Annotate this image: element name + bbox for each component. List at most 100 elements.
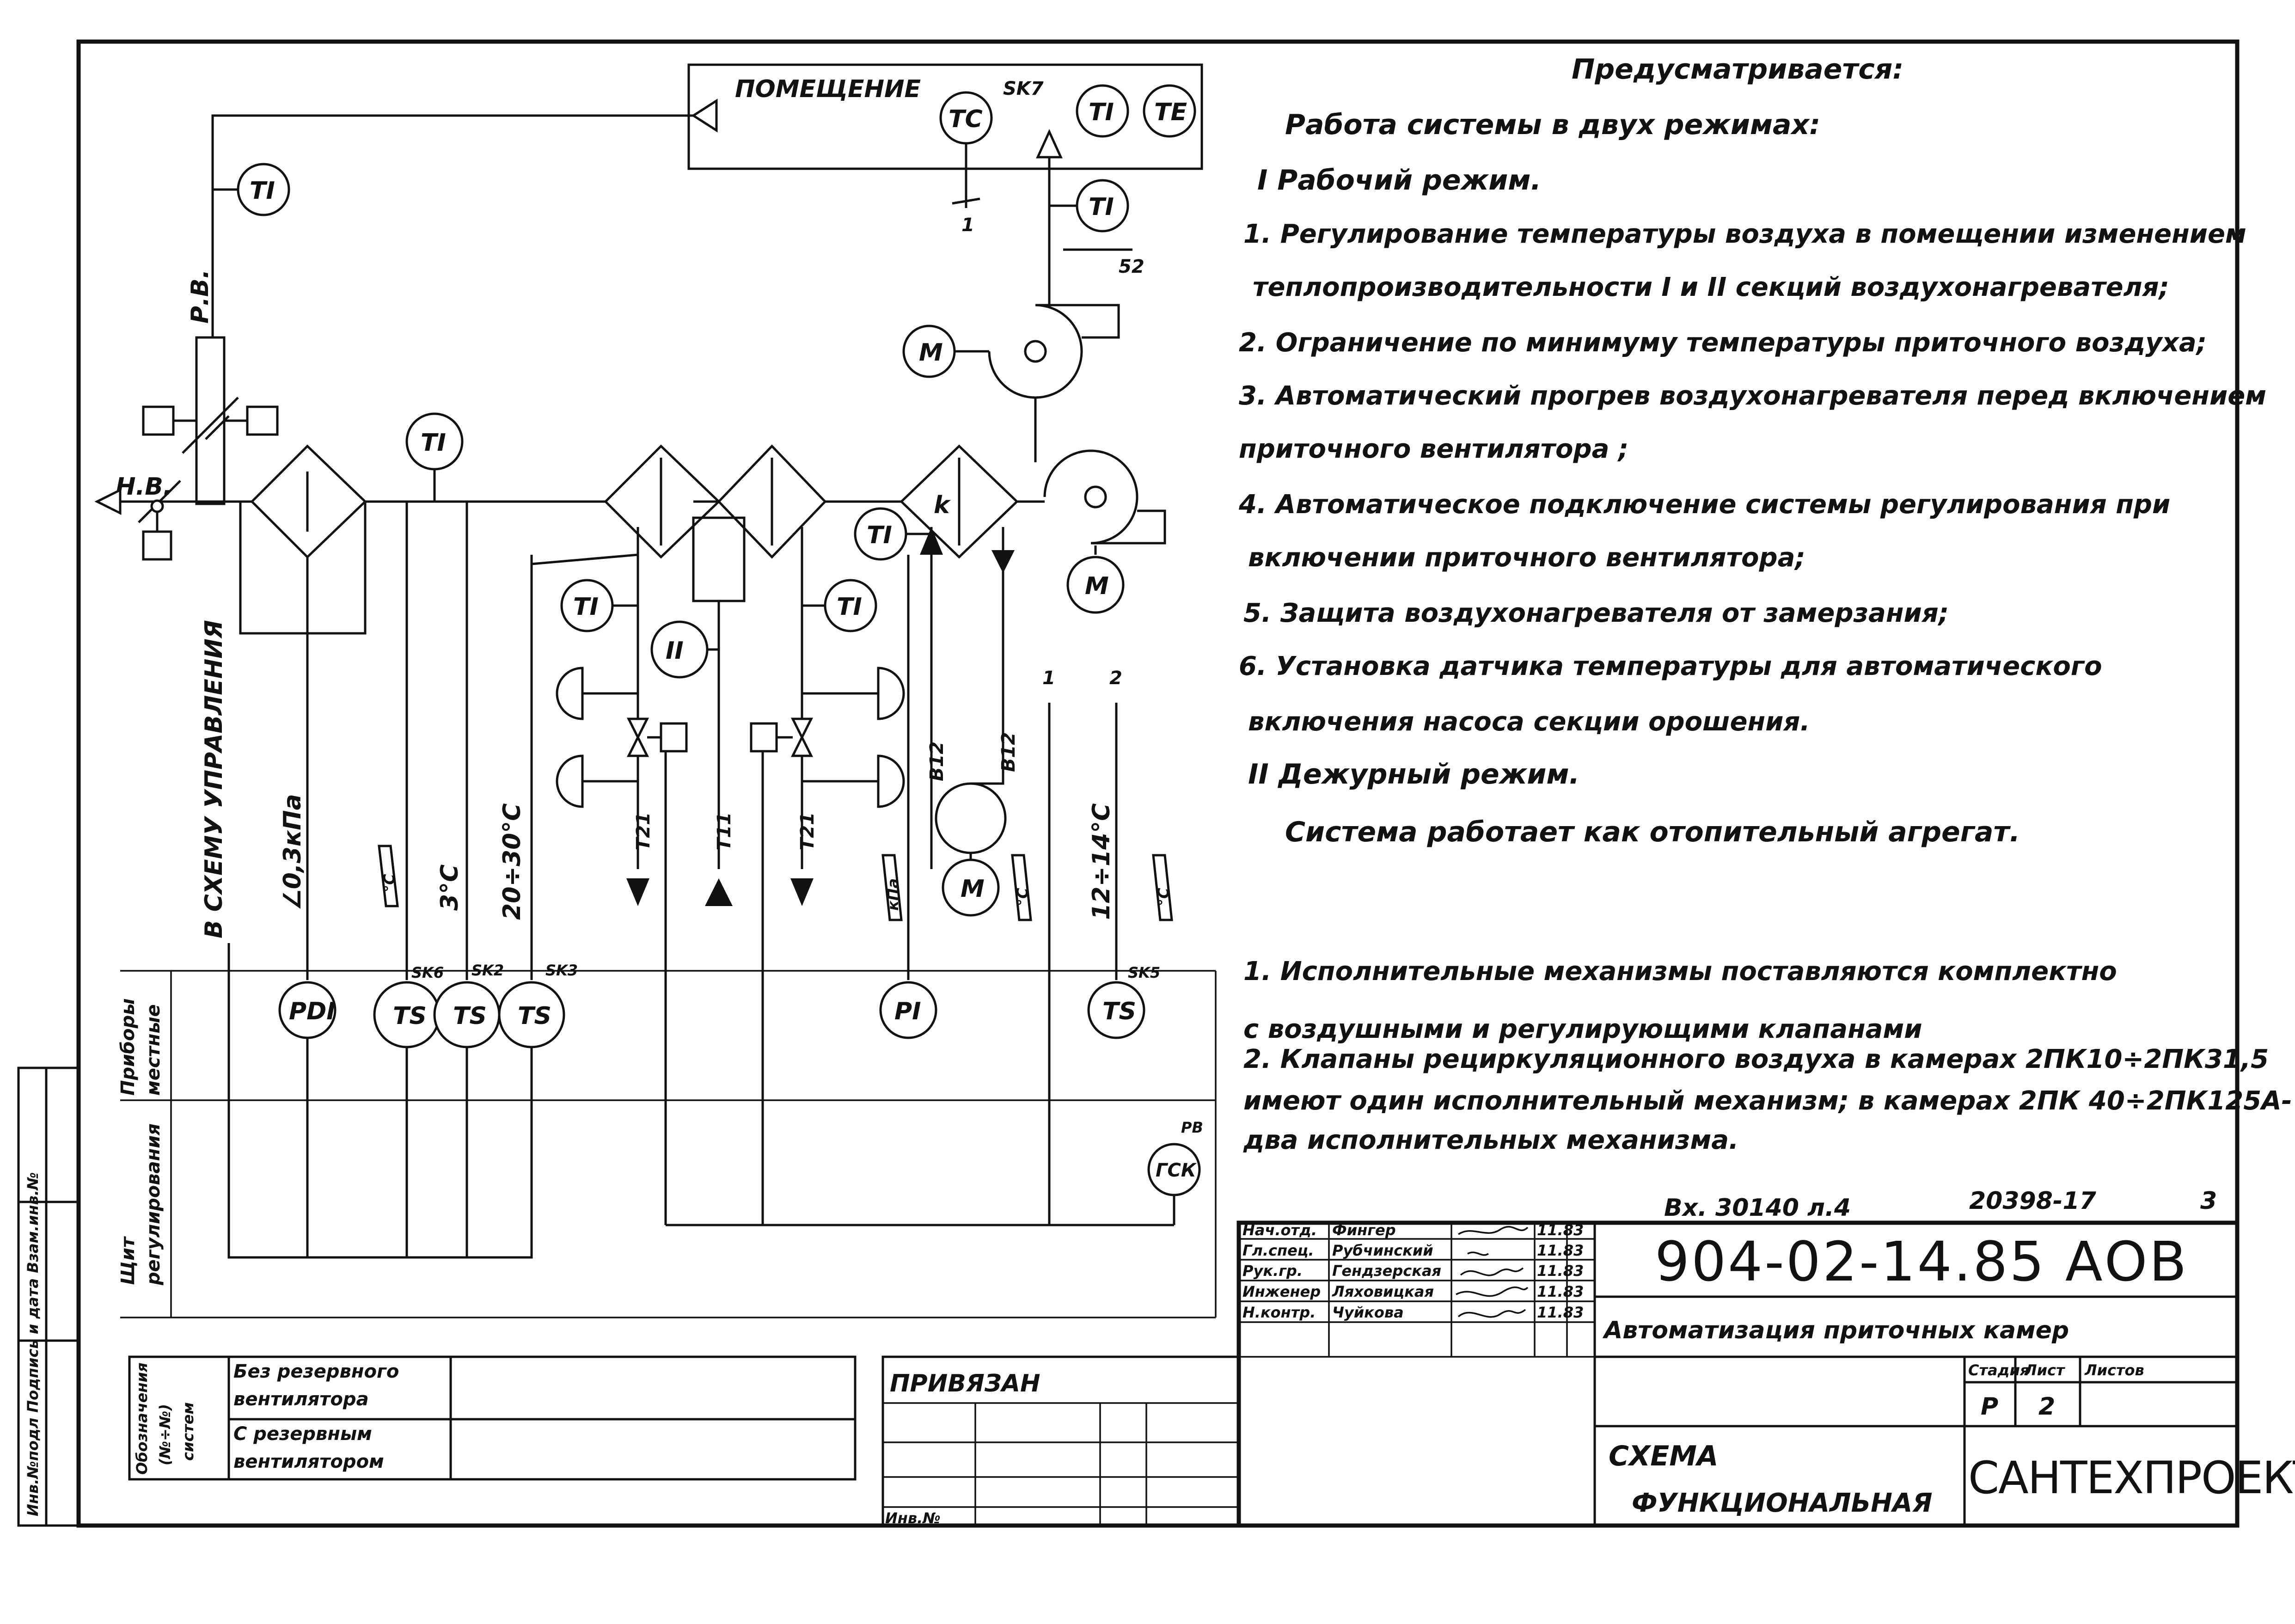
legend-row1-line1: Без резервного [233, 1361, 399, 1382]
setpoint-12-14-label: 12÷14°С [1088, 803, 1115, 920]
req-line-13: Система работает как отопительный агрега… [1285, 816, 2020, 848]
outside-air-damper: Н.В. [94, 473, 252, 561]
ti-room-label: TI [1089, 98, 1114, 126]
fan2-motor-label: M [1085, 572, 1109, 600]
ts2-label: TS [453, 1002, 487, 1030]
local-instruments-label-2: местные [143, 1004, 164, 1096]
heater-valves: TI II TI Т21 Т11 Т21 [556, 579, 905, 906]
tag-52: 52 [1119, 256, 1144, 277]
role-2: Рук.гр. [1242, 1262, 1303, 1280]
role-0: Нач.отд. [1242, 1221, 1317, 1239]
pressure-setpoint-label: ∠0,3кПа [279, 794, 306, 911]
note-line-3: имеют один исполнительный механизм; в ка… [1243, 1086, 2292, 1116]
heater-k-label: k [934, 491, 951, 519]
panel-instruments: PDI TS SK6 TS SK2 TS SK3 PI TS SK5 ГСК P… [227, 943, 1203, 1259]
requirements-heading: Предусматривается: [1572, 53, 1903, 86]
signal-tag-kpa: кПа [884, 878, 902, 911]
name-0: Фингер [1332, 1221, 1396, 1239]
tag-sk3: SK3 [545, 962, 578, 979]
organization: САНТЕХПРОЕКТ [1968, 1452, 2295, 1504]
setpoint-20-30-label: 20÷30°С [498, 803, 526, 920]
note-line-0: 1. Исполнительные механизмы поставляются… [1243, 956, 2117, 987]
scheme-line-1: СХЕМА [1609, 1440, 1718, 1472]
ti-heater-label: TI [867, 521, 892, 549]
attached-block: ПРИВЯЗАН Инв.№ [881, 1355, 1240, 1527]
signal-tag-c-2: °С [1014, 888, 1031, 906]
legend-designation: Обозначения [133, 1362, 151, 1475]
req-line-5: 3. Автоматический прогрев воздухонагрева… [1239, 381, 2266, 411]
scheme-line-2: ФУНКЦИОНАЛЬНАЯ [1632, 1488, 1933, 1518]
ts4-label: TS [1102, 998, 1136, 1025]
instrument-panel-rows: Приборы местные Щит регулирования [117, 970, 1217, 1318]
ti-valve2-label: TI [837, 593, 862, 621]
ti-valve1-label: TI [573, 593, 599, 621]
gsk-label: ГСК [1156, 1160, 1197, 1181]
tag-sk5: SK5 [1128, 964, 1160, 981]
stamp-page: 3 [2200, 1187, 2217, 1215]
req-line-10: 6. Установка датчика температуры для авт… [1239, 651, 2102, 681]
title-block: Вх. 30140 л.4 20398-17 3 904-02-14.85 АО… [1236, 1187, 2295, 1528]
ti-heater-three: TI [854, 507, 931, 561]
systems-legend: Обозначения (№÷№) систем Без резервного … [128, 1355, 857, 1481]
stage-value: Р [1981, 1393, 1998, 1421]
note-line-2: 2. Клапаны рециркуляционного воздуха в к… [1243, 1044, 2269, 1074]
req-line-2: 1. Регулирование температуры воздуха в п… [1243, 219, 2246, 249]
req-line-9: 5. Защита воздухонагревателя от замерзан… [1243, 598, 1949, 628]
inventory-label: Инв.№ [885, 1509, 941, 1527]
role-1: Гл.спец. [1242, 1242, 1314, 1259]
ii-label: II [666, 637, 684, 665]
date-3: 11.83 [1537, 1283, 1584, 1300]
room-block: ПОМЕЩЕНИЕ SK7 TC 1 TI TE [211, 63, 1203, 337]
date-1: 11.83 [1537, 1242, 1584, 1259]
stamp-ref: Вх. 30140 л.4 [1664, 1194, 1851, 1222]
note-line-1: с воздушными и регулирующими клапанами [1243, 1014, 1922, 1044]
ti-filter-label: TI [421, 429, 446, 457]
legend-numbers: (№÷№) [156, 1404, 174, 1465]
req-line-11: включения насоса секции орошения. [1248, 707, 1810, 737]
signal-tag-c-1: °С [380, 874, 398, 892]
project-title: Автоматизация приточных камер [1602, 1317, 2069, 1344]
name-1: Рубчинский [1332, 1242, 1433, 1259]
sheet-value: 2 [2038, 1393, 2055, 1421]
req-line-6: приточного вентилятора ; [1239, 434, 1628, 464]
te-label: TE [1154, 98, 1187, 126]
room-label: ПОМЕЩЕНИЕ [735, 75, 921, 103]
req-line-12: II Дежурный режим. [1248, 758, 1579, 791]
return-duct-sensor: TI Р.В. [186, 163, 290, 324]
ts1-label: TS [393, 1002, 427, 1030]
ts3-label: TS [518, 1002, 551, 1030]
legend-row2-line1: С резервным [233, 1423, 372, 1445]
room-sensor-code: SK7 [1003, 78, 1044, 99]
signature-0 [1458, 1226, 1529, 1235]
pipe-t21-right: Т21 [797, 812, 818, 851]
control-panel-label-2: регулирования [143, 1123, 164, 1286]
pipe-t11: Т11 [714, 812, 735, 851]
recirculation-damper-label: Р.В. [186, 270, 214, 324]
to-control-scheme-label: В СХЕМУ УПРАВЛЕНИЯ [200, 620, 228, 938]
name-2: Гендзерская [1332, 1262, 1441, 1280]
sheets-label: Листов [2084, 1361, 2144, 1379]
name-4: Чуйкова [1332, 1304, 1404, 1321]
attached-label: ПРИВЯЗАН [890, 1370, 1040, 1397]
temperature-indicator-room [1076, 84, 1129, 138]
stamp-number: 20398-17 [1969, 1187, 2097, 1215]
note-line-4: два исполнительных механизма. [1243, 1125, 1738, 1155]
pdi-label: PDI [289, 998, 336, 1025]
date-4: 11.83 [1537, 1304, 1584, 1321]
requirements-text: Предусматривается: Работа системы в двух… [1238, 53, 2266, 848]
air-filter [239, 444, 367, 635]
signature-3 [1456, 1286, 1529, 1297]
tc-line-number: 1 [961, 214, 974, 236]
supply-fans: M M 52 TI [902, 129, 1166, 614]
date-2: 11.83 [1537, 1262, 1584, 1280]
ti-after-filter: TI [405, 412, 464, 502]
req-line-0: Работа системы в двух режимах: [1285, 109, 1820, 141]
tag-rv: PB [1181, 1119, 1203, 1136]
stage-label: Стадия [1968, 1361, 2029, 1379]
pipe-b12-left: В12 [926, 742, 948, 781]
outside-damper-label: Н.В. [116, 473, 172, 501]
signature-1 [1467, 1251, 1489, 1256]
signal-tag-c-3: °С [1155, 888, 1172, 906]
date-0: 11.83 [1537, 1221, 1584, 1239]
